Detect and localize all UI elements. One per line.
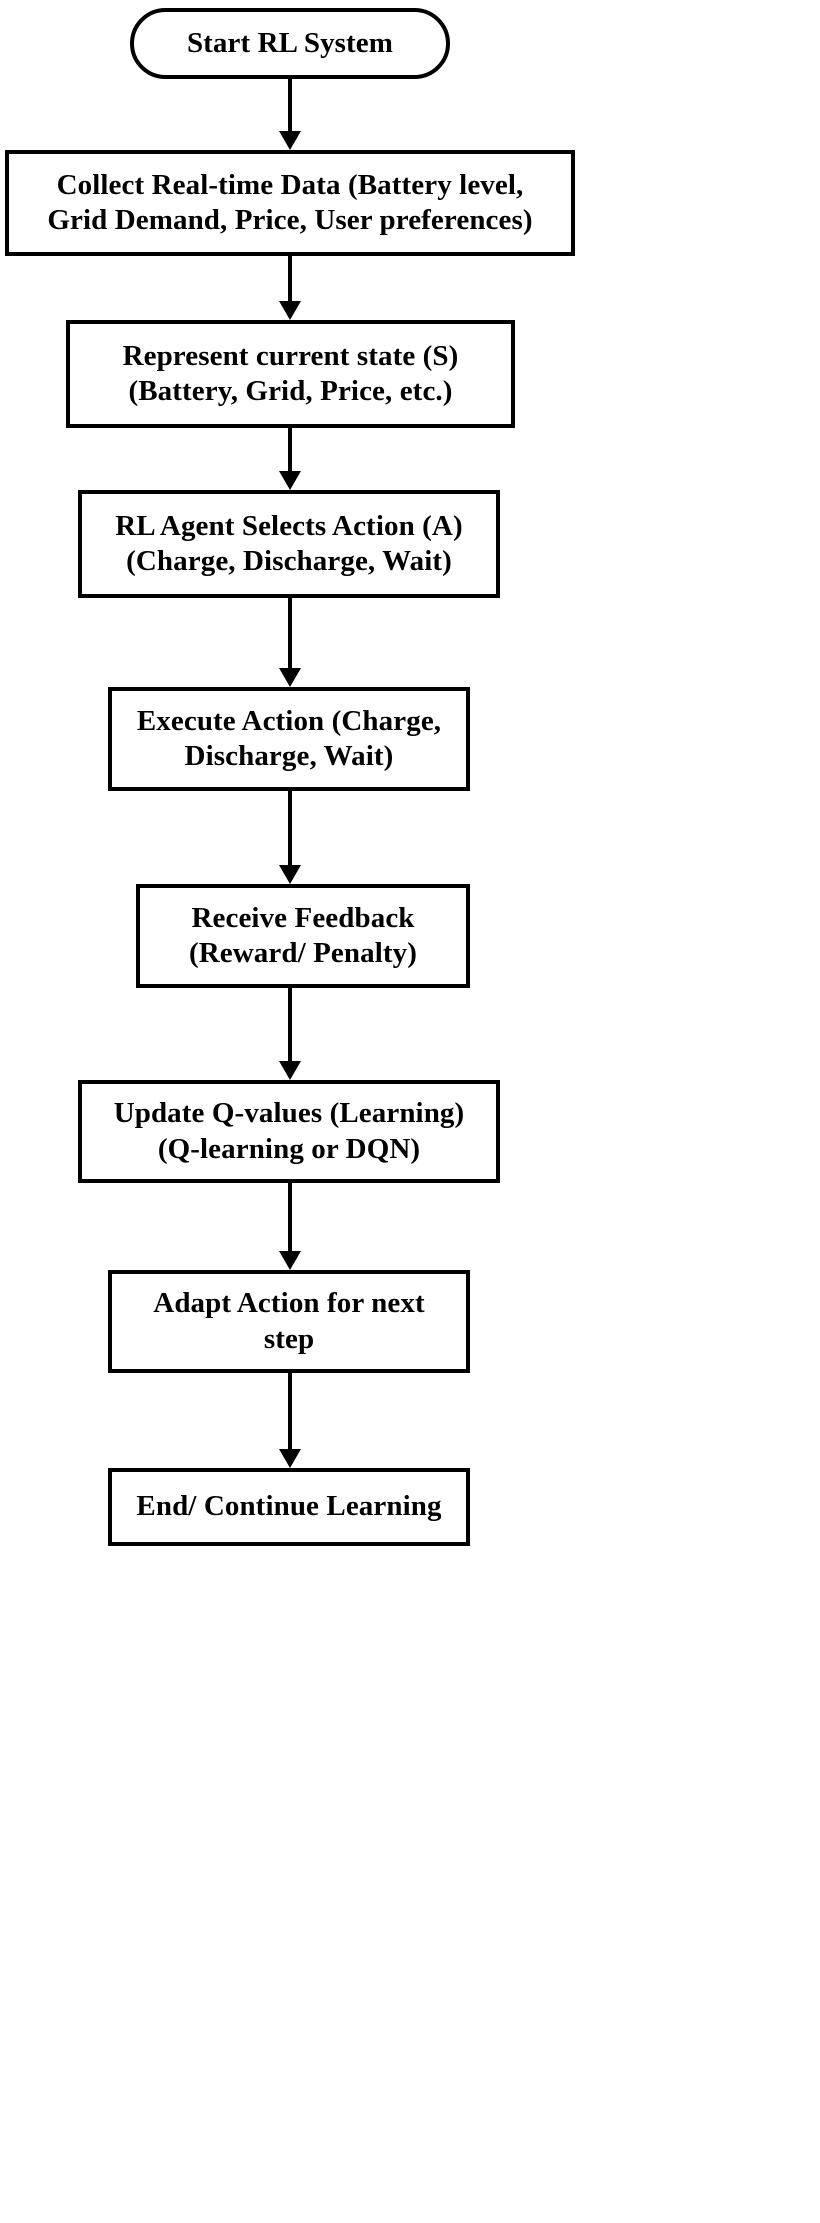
- flow-node-represent-state: Represent current state (S) (Battery, Gr…: [66, 320, 515, 428]
- flow-node-receive-feedback: Receive Feedback (Reward/ Penalty): [136, 884, 470, 988]
- flow-node-start: Start RL System: [130, 8, 450, 79]
- flow-node-collect-data: Collect Real-time Data (Battery level, G…: [5, 150, 575, 256]
- flow-node-end-continue: End/ Continue Learning: [108, 1468, 470, 1546]
- flow-node-label: Adapt Action for next step: [153, 1287, 425, 1355]
- arrow-head-icon: [279, 668, 301, 687]
- flow-node-label: Start RL System: [186, 26, 394, 59]
- arrow-shaft: [288, 1373, 292, 1451]
- flow-node-select-action: RL Agent Selects Action (A) (Charge, Dis…: [78, 490, 500, 598]
- arrow-head-icon: [279, 1061, 301, 1080]
- flow-node-update-q-values: Update Q-values (Learning) (Q-learning o…: [78, 1080, 500, 1183]
- arrow-head-icon: [279, 1251, 301, 1270]
- flow-node-label: Collect Real-time Data (Battery level, G…: [47, 168, 533, 236]
- arrow-shaft: [288, 428, 292, 473]
- arrow-shaft: [288, 1183, 292, 1253]
- arrow-head-icon: [279, 471, 301, 490]
- flow-node-label: RL Agent Selects Action (A) (Charge, Dis…: [115, 509, 463, 577]
- arrow-shaft: [288, 598, 292, 670]
- arrow-shaft: [288, 256, 292, 303]
- flow-node-execute-action: Execute Action (Charge, Discharge, Wait): [108, 687, 470, 791]
- arrow-head-icon: [279, 131, 301, 150]
- flow-node-label: Receive Feedback (Reward/ Penalty): [188, 901, 417, 969]
- arrow-head-icon: [279, 1449, 301, 1468]
- arrow-head-icon: [279, 865, 301, 884]
- flow-node-label: Update Q-values (Learning) (Q-learning o…: [113, 1097, 465, 1165]
- arrow-shaft: [288, 791, 292, 867]
- flow-node-label: Execute Action (Charge, Discharge, Wait): [136, 704, 442, 772]
- flow-node-label: Represent current state (S) (Battery, Gr…: [122, 339, 459, 407]
- flow-node-label: End/ Continue Learning: [136, 1490, 442, 1523]
- flow-node-adapt-action: Adapt Action for next step: [108, 1270, 470, 1373]
- arrow-shaft: [288, 79, 292, 133]
- arrow-head-icon: [279, 301, 301, 320]
- arrow-shaft: [288, 988, 292, 1063]
